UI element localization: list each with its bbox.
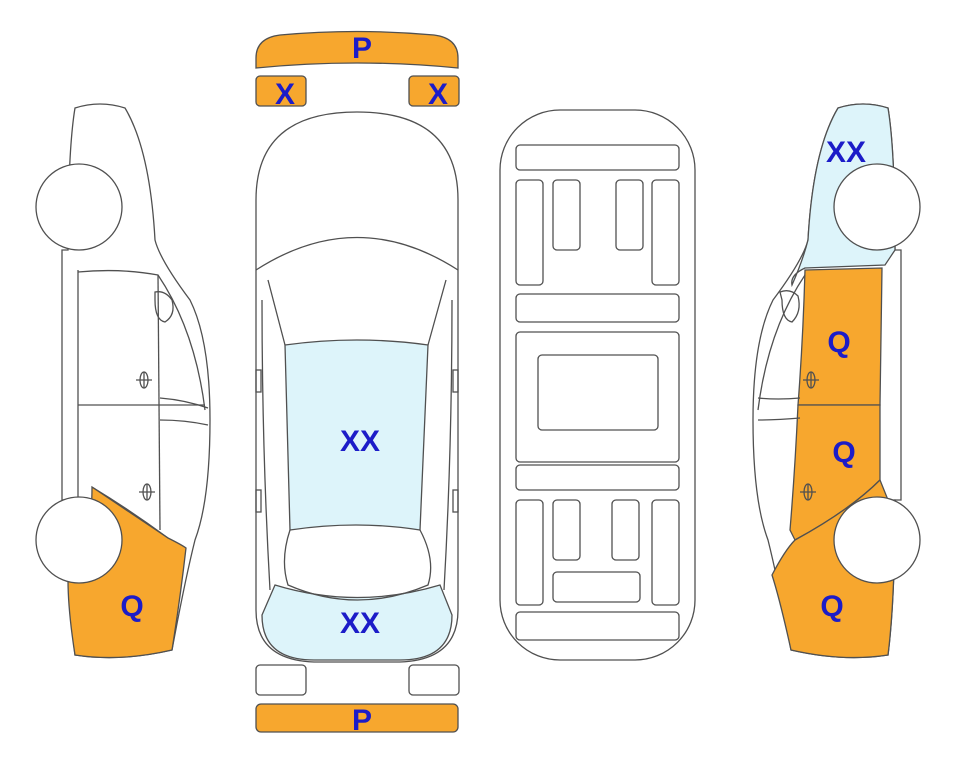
rear-bumper-panel[interactable] <box>255 703 459 733</box>
right-rear-door-label: Q <box>832 436 855 469</box>
underbody-view <box>499 109 696 661</box>
right-front-fender-label: XX <box>826 136 866 169</box>
front-bumper-panel[interactable] <box>255 30 459 69</box>
left-front-wheel <box>35 163 123 251</box>
roof-label: XX <box>340 425 380 458</box>
left-rear-wheel <box>35 496 123 584</box>
front-right-light-label: X <box>428 78 448 111</box>
right-front-wheel <box>833 163 921 251</box>
right-side-view: XX Q Q Q <box>752 103 921 659</box>
top-view: P X X XX XX P <box>255 30 460 737</box>
rear-right-light <box>408 664 460 696</box>
right-rear-wheel <box>833 496 921 584</box>
left-side-view: Q <box>35 103 211 659</box>
rear-left-light <box>255 664 307 696</box>
right-front-door-label: Q <box>827 326 850 359</box>
front-left-light-panel[interactable] <box>255 75 307 107</box>
right-rear-quarter-label: Q <box>820 590 843 623</box>
front-bumper-label: P <box>352 32 372 65</box>
rear-window-panel[interactable] <box>261 584 453 661</box>
rear-bumper-label: P <box>352 704 372 737</box>
rear-window-label: XX <box>340 607 380 640</box>
left-rear-quarter-label: Q <box>120 590 143 623</box>
front-left-light-label: X <box>275 78 295 111</box>
front-right-light-panel[interactable] <box>408 75 460 107</box>
